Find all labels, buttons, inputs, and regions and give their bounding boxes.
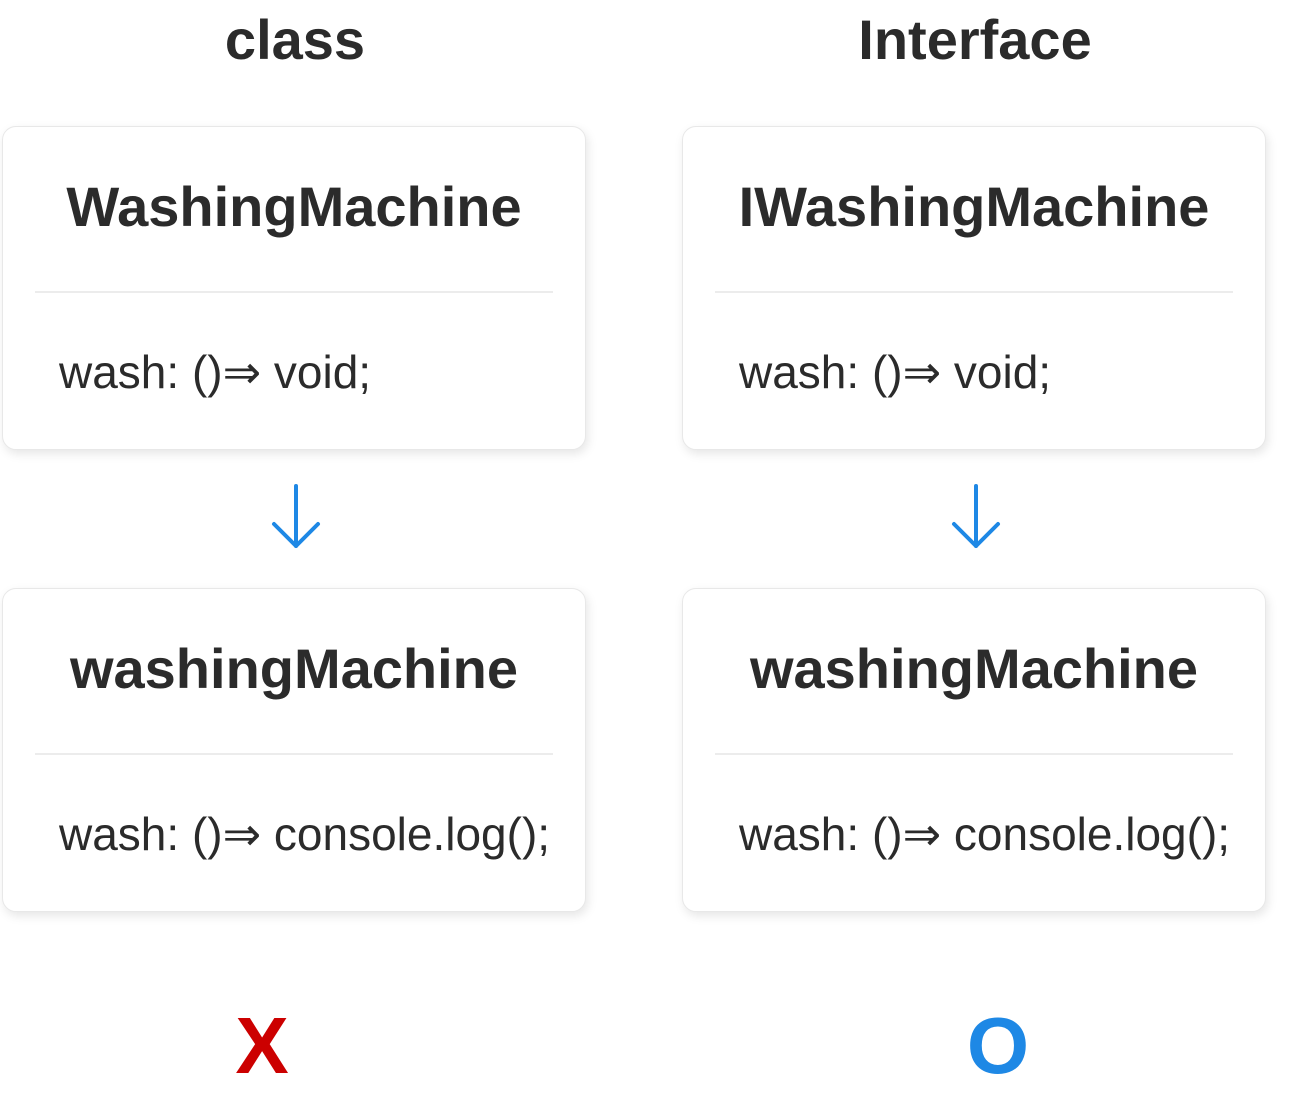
arrow-down-icon xyxy=(952,484,1000,548)
class-definition-card: WashingMachine wash: ()⇒ void; xyxy=(2,126,586,450)
interface-definition-card: IWashingMachine wash: ()⇒ void; xyxy=(682,126,1266,450)
card-divider xyxy=(35,291,553,293)
card-title: washingMachine xyxy=(749,637,1199,700)
verdict-mark-o: O xyxy=(966,1001,1030,1090)
arrow-down-icon xyxy=(272,484,320,548)
interface-column: Interface IWashingMachine wash: ()⇒ void… xyxy=(682,0,1268,1096)
instance-card: washingMachine wash: ()⇒ console.log(); xyxy=(2,588,586,912)
card-member: wash: ()⇒ void; xyxy=(59,346,372,398)
column-heading: class xyxy=(224,8,366,71)
card-divider xyxy=(715,753,1233,755)
card-divider xyxy=(35,753,553,755)
card-member: wash: ()⇒ console.log(); xyxy=(739,808,1231,860)
column-heading: Interface xyxy=(858,8,1092,71)
card-member: wash: ()⇒ void; xyxy=(739,346,1052,398)
card-title: WashingMachine xyxy=(66,175,522,238)
instance-card: washingMachine wash: ()⇒ console.log(); xyxy=(682,588,1266,912)
verdict-mark-x: X xyxy=(235,1001,289,1090)
class-column: class WashingMachine wash: ()⇒ void; was… xyxy=(2,0,588,1096)
card-divider xyxy=(715,291,1233,293)
card-title: IWashingMachine xyxy=(738,175,1210,238)
card-title: washingMachine xyxy=(69,637,519,700)
card-member: wash: ()⇒ console.log(); xyxy=(59,808,551,860)
